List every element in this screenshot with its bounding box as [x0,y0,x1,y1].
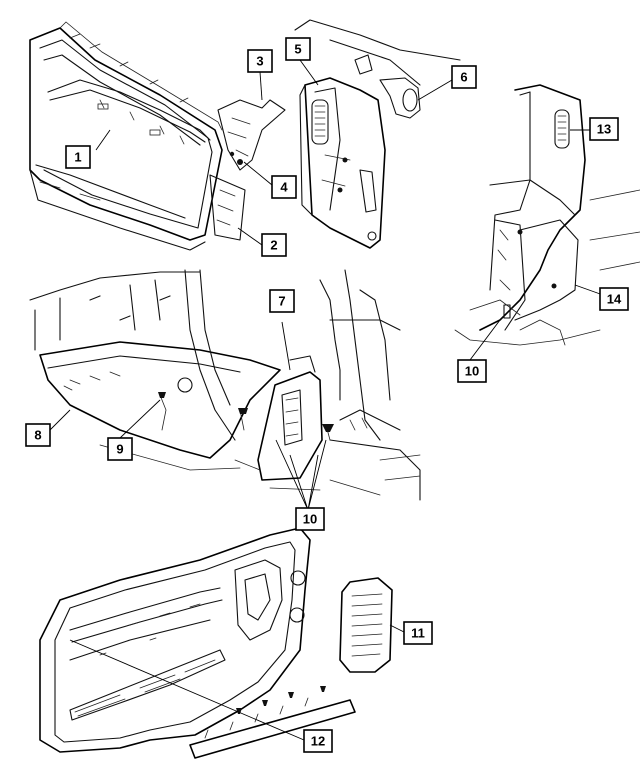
callout-11: 11 [403,621,433,645]
callout-3: 3 [247,49,273,73]
callout-4-label: 4 [280,180,288,195]
callout-2: 2 [261,233,287,257]
callout-9: 9 [107,437,133,461]
cowl-side-trim-drawing [29,269,421,501]
callout-12: 12 [303,729,333,753]
callout-8: 8 [25,423,51,447]
callout-4: 4 [271,175,297,199]
callout-12-label: 12 [311,734,325,749]
callout-9-label: 9 [116,442,123,457]
callout-6-label: 6 [460,70,467,85]
callout-5-label: 5 [294,42,301,57]
callout-10-lower-label: 10 [303,512,317,527]
callout-2-label: 2 [270,238,277,253]
callout-13-label: 13 [597,122,611,137]
callout-3-label: 3 [256,54,263,69]
callout-7-label: 7 [278,294,285,309]
callout-7: 7 [269,289,295,313]
callout-14: 14 [599,287,629,311]
quarter-trim-drawing [454,84,640,346]
callout-10-upper-label: 10 [465,364,479,379]
tailgate-drawing [39,527,393,759]
callout-5: 5 [285,37,311,61]
callout-13: 13 [589,117,619,141]
b-pillar-trim-drawing [294,19,461,249]
callout-1-label: 1 [74,150,81,165]
callout-8-label: 8 [34,428,41,443]
callout-10-lower: 10 [295,507,325,531]
callout-11-label: 11 [411,626,425,641]
callout-1: 1 [65,145,91,169]
callout-6: 6 [451,65,477,89]
callout-14-label: 14 [607,292,622,307]
callout-10-upper: 10 [457,359,487,383]
leader-lines [49,59,604,741]
windshield-frame-drawing [29,21,286,251]
